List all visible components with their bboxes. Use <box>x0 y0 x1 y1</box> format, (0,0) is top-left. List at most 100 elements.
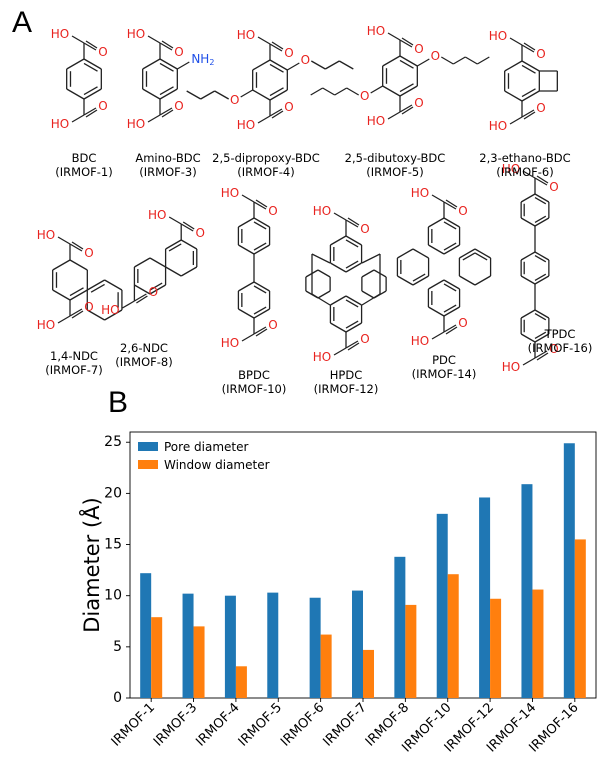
bar-pore-irmof-5 <box>267 592 279 698</box>
bond <box>161 40 174 49</box>
bond <box>459 275 476 286</box>
atom-label: HO <box>411 186 429 200</box>
molecule-name: HPDC <box>329 368 363 382</box>
bond <box>142 58 161 70</box>
atom-label: O <box>84 246 93 260</box>
bar-pore-irmof-16 <box>563 443 575 698</box>
bond <box>253 221 267 230</box>
bond <box>147 35 161 44</box>
bond <box>428 279 445 290</box>
bond <box>443 244 460 255</box>
bond <box>452 56 466 65</box>
atom-label: O <box>414 42 423 56</box>
bar-window-irmof-1 <box>151 617 163 698</box>
bond <box>382 85 401 97</box>
atom-label: HO <box>313 204 331 218</box>
bar-pore-irmof-12 <box>479 497 491 698</box>
bond <box>90 283 105 293</box>
bond <box>253 308 270 319</box>
bond <box>520 275 536 285</box>
atom-label: HO <box>502 360 520 374</box>
bond <box>443 304 457 313</box>
bond <box>149 257 166 268</box>
bond <box>534 215 547 224</box>
bond <box>345 219 359 228</box>
bond <box>86 309 105 321</box>
bond <box>536 175 549 184</box>
molecule-name: Amino-BDC <box>135 151 201 165</box>
bond <box>66 88 85 100</box>
bond <box>521 90 540 102</box>
bond <box>168 216 182 225</box>
framework-name: (IRMOF-12) <box>313 382 379 396</box>
bond <box>324 60 340 70</box>
atom-label: HO <box>367 24 385 38</box>
atom-label: O <box>98 45 107 59</box>
label-pdc: PDC (IRMOF-14) <box>404 353 484 381</box>
bond <box>534 331 547 340</box>
bond <box>345 262 362 273</box>
bond <box>522 357 536 366</box>
bar-pore-irmof-10 <box>436 513 448 698</box>
bond <box>443 306 460 317</box>
atom-label: O <box>414 96 423 110</box>
bond <box>69 289 88 301</box>
bond <box>271 110 284 119</box>
bond <box>186 90 202 100</box>
atom-label: HO <box>37 228 55 242</box>
bond <box>399 59 414 69</box>
bond <box>241 194 255 203</box>
bond <box>534 193 550 203</box>
bond <box>238 281 255 292</box>
bond <box>431 194 445 203</box>
bond <box>159 58 178 70</box>
bond <box>521 60 540 72</box>
bond <box>159 88 178 100</box>
bond <box>522 170 536 179</box>
x-tick-label: IRMOF-7 <box>320 700 369 749</box>
x-tick-label: IRMOF-1 <box>109 700 158 749</box>
bond <box>69 287 84 297</box>
bond <box>240 89 254 98</box>
atom-label: O <box>549 180 558 194</box>
framework-name: (IRMOF-3) <box>139 165 197 179</box>
bond <box>504 90 523 102</box>
bond <box>445 199 458 208</box>
framework-name: (IRMOF-7) <box>45 363 103 377</box>
bond <box>305 290 319 299</box>
bond <box>253 242 267 251</box>
bond <box>462 252 476 261</box>
x-tick-label: IRMOF-5 <box>236 700 285 749</box>
bond <box>382 55 401 67</box>
bond <box>83 62 98 72</box>
molecule-name: TPDC <box>544 327 576 341</box>
bond <box>333 212 347 221</box>
molecule-name: 2,6-NDC <box>120 341 168 355</box>
bond <box>345 299 359 308</box>
bond <box>416 58 430 67</box>
atom-label: HO <box>51 27 69 41</box>
bond <box>83 88 102 100</box>
framework-name: (IRMOF-5) <box>366 165 424 179</box>
label-2-6-ndc: 2,6-NDC (IRMOF-8) <box>108 341 180 369</box>
bond <box>269 59 288 71</box>
bond <box>86 279 105 291</box>
atom-label: NH2 <box>191 52 214 67</box>
bond <box>347 217 360 226</box>
atom-label: HO <box>237 28 255 42</box>
bond <box>534 251 550 261</box>
bond <box>200 90 216 100</box>
bond <box>387 32 401 41</box>
bar-pore-irmof-3 <box>182 593 194 698</box>
bond <box>412 248 429 259</box>
bond <box>71 241 84 250</box>
bar-pore-irmof-8 <box>394 556 406 698</box>
legend-swatch <box>138 442 158 451</box>
bond <box>286 62 300 71</box>
y-tick-label: 15 <box>104 537 122 553</box>
